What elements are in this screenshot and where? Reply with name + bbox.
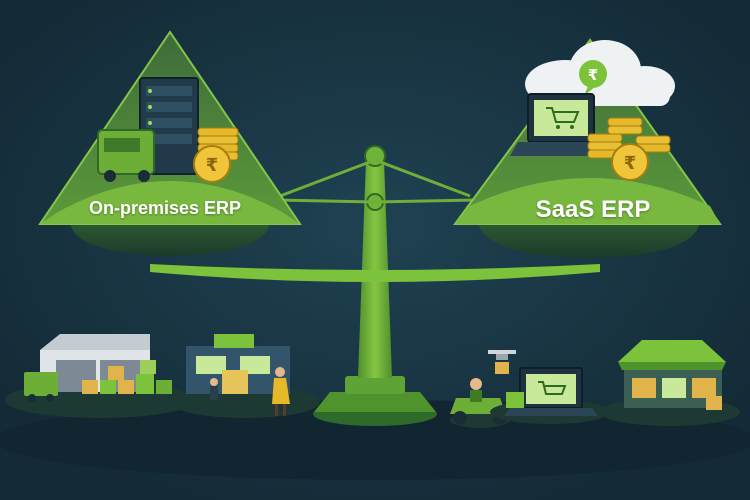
shopper-figure bbox=[210, 378, 218, 400]
scale-beam bbox=[150, 264, 600, 282]
svg-text:₹: ₹ bbox=[624, 153, 637, 174]
left-pan-group: ₹ bbox=[38, 30, 302, 256]
scale-strings bbox=[274, 158, 476, 204]
saas-erp-label: SaaS ERP bbox=[535, 196, 651, 223]
ecommerce-scene bbox=[490, 367, 610, 424]
shopping-cart-icon bbox=[546, 107, 580, 129]
rupee-bubble-icon: ₹ bbox=[579, 60, 607, 96]
balance-scale bbox=[150, 145, 600, 426]
rupee-icon: ₹ bbox=[193, 145, 231, 183]
package-boxes-icon bbox=[82, 360, 172, 394]
delivery-truck-icon bbox=[24, 372, 58, 402]
svg-text:₹: ₹ bbox=[588, 66, 598, 84]
right-pan-dish bbox=[478, 222, 700, 258]
laptop-icon bbox=[510, 93, 612, 156]
drone-icon bbox=[488, 350, 516, 374]
right-pan-group: ₹ ₹ bbox=[453, 38, 722, 258]
scale-pole bbox=[358, 160, 392, 378]
market-stall-scene bbox=[600, 340, 740, 426]
svg-text:₹: ₹ bbox=[206, 155, 219, 176]
on-premises-erp-label: On-premises ERP bbox=[88, 198, 242, 218]
left-pan-dish bbox=[70, 222, 270, 256]
warehouse-scene bbox=[5, 334, 195, 418]
truck-icon bbox=[97, 129, 155, 182]
shopper-figure bbox=[272, 367, 290, 416]
coin-stack-icon bbox=[587, 117, 671, 159]
retail-store-scene bbox=[170, 334, 320, 418]
shopping-cart-icon bbox=[538, 381, 567, 395]
rupee-icon: ₹ bbox=[611, 143, 649, 181]
